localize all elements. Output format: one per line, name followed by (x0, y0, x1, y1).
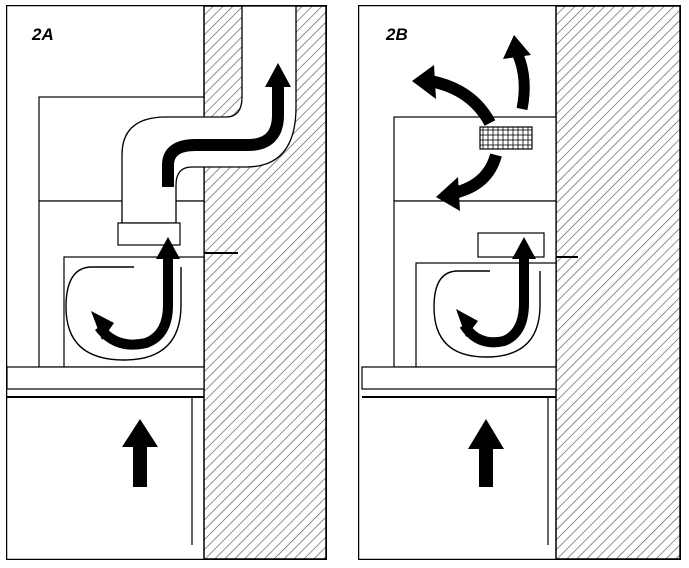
hood-canopy (6, 366, 205, 390)
airflow-arrow-icon (503, 35, 531, 111)
airflow-arrow-icon (162, 63, 291, 187)
blower-housing (415, 262, 557, 368)
wall-hatch (555, 5, 681, 560)
airflow-arrow-icon (91, 237, 180, 350)
duct-collar (477, 232, 545, 258)
airflow-arrow-icon (436, 153, 502, 211)
airflow-arrow-icon (456, 237, 536, 348)
diagram-2b (358, 5, 681, 560)
blower-fan-icon (433, 270, 541, 358)
charcoal-filter-icon (479, 126, 533, 150)
airflow-arrow-icon (468, 419, 504, 487)
diagram-2a (6, 5, 327, 560)
panel-label: 2A (32, 25, 54, 44)
panel-2b: 2B (358, 5, 681, 560)
airflow-arrow-icon (122, 419, 158, 487)
panel-2a: 2A (6, 5, 327, 560)
panel-label: 2B (386, 25, 408, 44)
duct-collar (117, 222, 181, 246)
hood-canopy (361, 366, 557, 390)
blower-fan-icon (65, 266, 182, 361)
airflow-arrow-icon (412, 65, 496, 126)
